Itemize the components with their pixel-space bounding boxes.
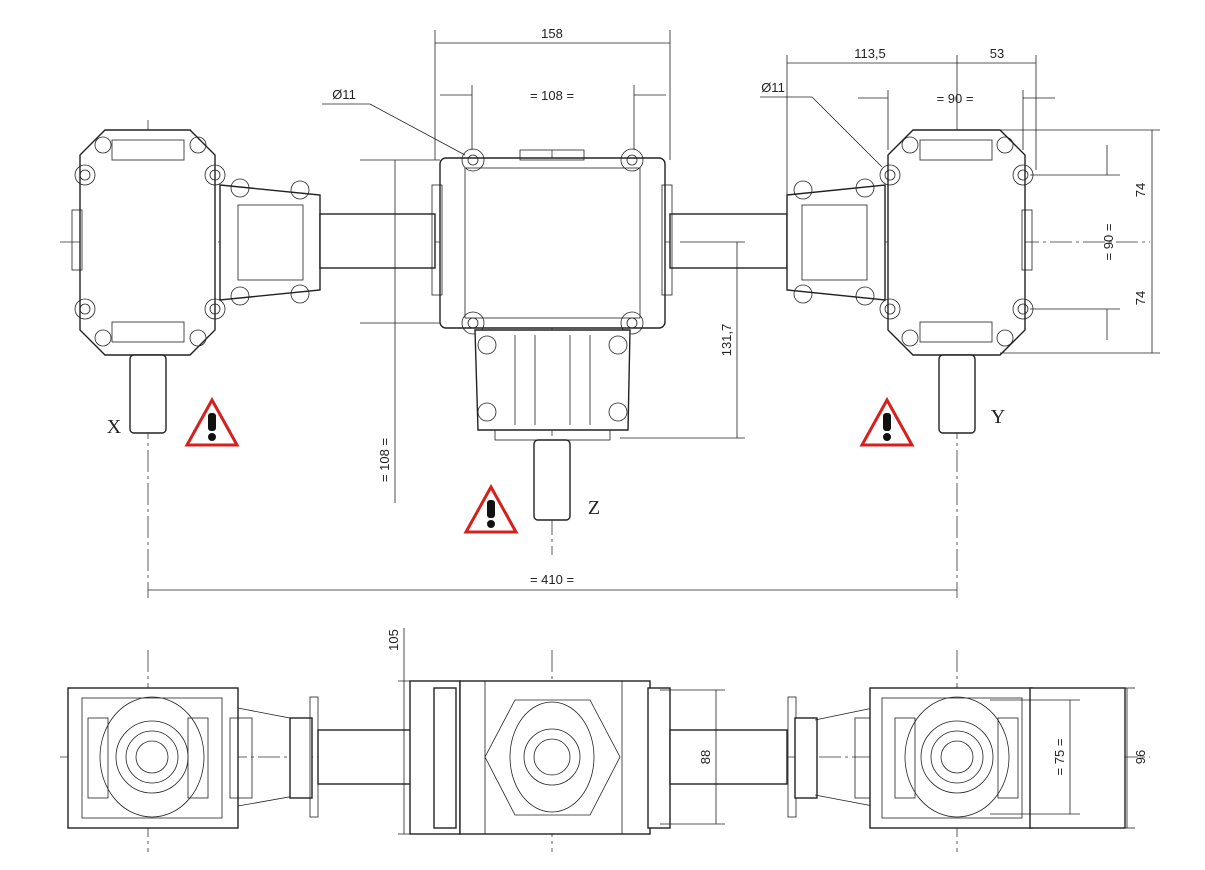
dim-hole-left: Ø11	[332, 87, 356, 102]
warning-icon-left	[184, 396, 240, 447]
dim-131-7: 131,7	[719, 324, 734, 357]
shaft-label-x: X	[107, 416, 122, 438]
dim-88: 88	[698, 750, 713, 764]
side-view	[67, 628, 1135, 835]
dim-108-top: = 108 =	[530, 88, 574, 103]
shaft-label-y: Y	[991, 406, 1005, 428]
dim-90-top: = 90 =	[937, 91, 974, 106]
dim-96: 96	[1133, 750, 1148, 764]
dimension-labels: 158 = 108 = 113,5 53 = 90 = Ø11 Ø11 74 =…	[332, 26, 1148, 775]
left-gearbox	[71, 129, 321, 434]
dim-105: 105	[386, 629, 401, 651]
dim-410: = 410 =	[530, 572, 574, 587]
dimension-lines	[148, 30, 1160, 591]
dim-90-side: = 90 =	[1101, 224, 1116, 261]
dim-108-side: = 108 =	[377, 438, 392, 482]
dim-hole-right: Ø11	[761, 80, 785, 95]
warning-icon-right	[859, 396, 915, 447]
center-gearbox	[431, 148, 673, 521]
dim-53: 53	[990, 46, 1004, 61]
right-gearbox	[786, 129, 1034, 434]
dim-158: 158	[541, 26, 563, 41]
dim-113-5: 113,5	[854, 46, 886, 61]
shaft-labels: X Y Z	[107, 406, 1005, 519]
warning-icon-center	[463, 483, 519, 534]
shaft-label-z: Z	[588, 497, 600, 519]
right-connecting-shaft	[669, 213, 788, 269]
dim-75: = 75 =	[1052, 739, 1067, 776]
left-connecting-shaft	[319, 213, 436, 269]
dim-74-bottom: 74	[1133, 291, 1148, 305]
dim-74-top: 74	[1133, 183, 1148, 197]
